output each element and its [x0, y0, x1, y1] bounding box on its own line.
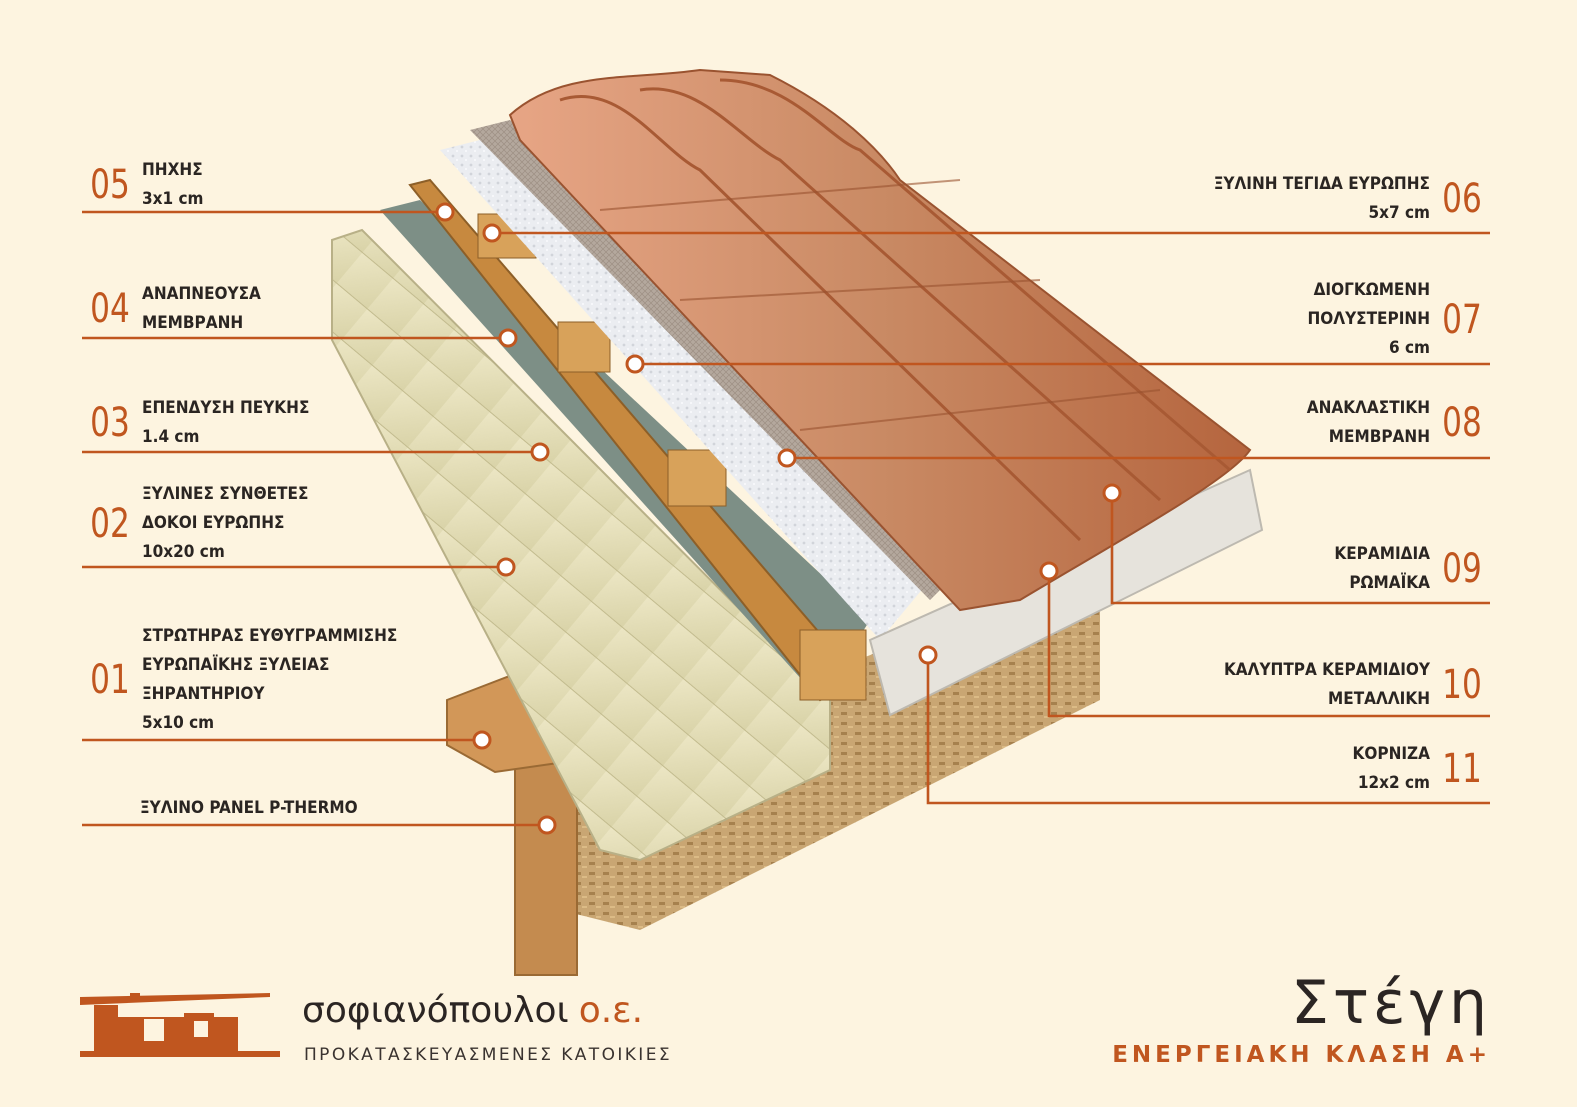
callout-dot-l01 — [472, 730, 492, 750]
layer-description-line: 6 cm — [1389, 338, 1430, 358]
page-title: Στέγη — [1291, 968, 1491, 1038]
layer-description-line: ΞΥΛΙΝΕΣ ΣΥΝΘΕΤΕΣ — [142, 484, 309, 504]
callout-panel: ΞΥΛΙΝΟ PANEL P-THERMO — [82, 794, 358, 823]
layer-description-line: ΠΗΧΗΣ — [142, 160, 203, 180]
layer-description-line: ΚΟΡΝΙΖΑ — [1352, 744, 1430, 764]
layer-description: ΚΕΡΑΜΙΔΙΑ ΡΩΜΑΪΚΑ — [1334, 540, 1430, 598]
layer-number: 03 — [90, 400, 130, 446]
layer-description-line: ΠΟΛΥΣΤΕΡΙΝΗ — [1307, 309, 1430, 329]
layer-description-line: ΞΗΡΑΝΤΗΡΙΟΥ — [142, 684, 265, 704]
callout-l04: 04 ΑΝΑΠΝΕΟΥΣΑ ΜΕΜΒΡΑΝΗ — [82, 280, 261, 338]
counter-batten-2 — [557, 321, 611, 373]
layer-description-line: ΞΥΛΙΝΟ PANEL P-THERMO — [140, 798, 358, 818]
roman-tiles — [508, 68, 1252, 612]
layer-description-line: 12x2 cm — [1357, 773, 1430, 793]
layer-description-line: ΞΥΛΙΝΗ ΤΕΓΙΔΑ ΕΥΡΩΠΗΣ — [1213, 174, 1430, 194]
layer-description: ΑΝΑΚΛΑΣΤΙΚΗ ΜΕΜΒΡΑΝΗ — [1307, 394, 1430, 452]
layer-description-line: ΚΑΛΥΠΤΡΑ ΚΕΡΑΜΙΔΙΟΥ — [1223, 660, 1430, 680]
layer-description-line: ΜΕΜΒΡΑΝΗ — [1328, 427, 1430, 447]
callout-l07: ΔΙΟΓΚΩΜΕΝΗ ΠΟΛΥΣΤΕΡΙΝΗ 6 cm 07 — [1307, 276, 1490, 363]
layer-description: ΕΠΕΝΔΥΣΗ ΠΕΥΚΗΣ 1.4 cm — [142, 394, 309, 452]
polystyrene — [440, 140, 930, 640]
callout-dot-l05 — [435, 202, 455, 222]
layer-description-line: ΕΥΡΩΠΑΪΚΗΣ ΞΥΛΕΙΑΣ — [142, 655, 330, 675]
counter-batten-3 — [667, 449, 727, 507]
callout-l10: ΚΑΛΥΠΤΡΑ ΚΕΡΑΜΙΔΙΟΥ ΜΕΤΑΛΛΙΚΗ 10 — [1224, 656, 1490, 714]
layer-description: ΚΑΛΥΠΤΡΑ ΚΕΡΑΜΙΔΙΟΥ ΜΕΤΑΛΛΙΚΗ — [1224, 656, 1430, 714]
layer-description-line: ΣΤΡΩΤΗΡΑΣ ΕΥΘΥΓΡΑΜΜΙΣΗΣ — [142, 626, 398, 646]
layer-description: ΚΟΡΝΙΖΑ 12x2 cm — [1353, 740, 1430, 798]
layer-number: 04 — [90, 286, 130, 332]
layer-description-line: ΔΟΚΟΙ ΕΥΡΩΠΗΣ — [142, 513, 285, 533]
layer-description: ΑΝΑΠΝΕΟΥΣΑ ΜΕΜΒΡΑΝΗ — [142, 280, 261, 338]
layer-number: 09 — [1442, 546, 1482, 592]
callout-dot-l08 — [777, 448, 797, 468]
callout-dot-l04 — [498, 328, 518, 348]
layer-description-line: ΜΕΜΒΡΑΝΗ — [142, 313, 244, 333]
layer-description: ΞΥΛΙΝΕΣ ΣΥΝΘΕΤΕΣ ΔΟΚΟΙ ΕΥΡΩΠΗΣ 10x20 cm — [142, 480, 308, 567]
layer-description-line: ΔΙΟΓΚΩΜΕΝΗ — [1313, 280, 1430, 300]
layer-number: 02 — [90, 500, 130, 547]
callout-l05: 05 ΠΗΧΗΣ 3x1 cm — [82, 156, 203, 214]
layer-description-line: ΡΩΜΑΪΚΑ — [1349, 573, 1430, 593]
layer-description-line: 10x20 cm — [142, 542, 225, 562]
layer-number: 08 — [1442, 400, 1482, 446]
layer-description-line: 1.4 cm — [142, 427, 200, 447]
layer-number: 07 — [1442, 296, 1482, 343]
layer-description-line: ΑΝΑΚΛΑΣΤΙΚΗ — [1306, 398, 1430, 418]
layer-number: 06 — [1442, 176, 1482, 222]
callout-dot-l10 — [1039, 561, 1059, 581]
callout-l01: 01 ΣΤΡΩΤΗΡΑΣ ΕΥΘΥΓΡΑΜΜΙΣΗΣ ΕΥΡΩΠΑΪΚΗΣ ΞΥΛΕ… — [82, 622, 397, 738]
layer-number: 11 — [1442, 746, 1482, 792]
brand-suffix: ο.ε. — [578, 990, 644, 1031]
layer-description-line: ΜΕΤΑΛΛΙΚΗ — [1328, 689, 1430, 709]
callout-dot-panel — [537, 815, 557, 835]
brand-tagline: ΠΡΟΚΑΤΑΣΚΕΥΑΣΜΕΝΕΣ ΚΑΤΟΙΚΙΕΣ — [304, 1045, 673, 1065]
leader-line-l10 — [1047, 571, 1490, 718]
callout-l03: 03 ΕΠΕΝΔΥΣΗ ΠΕΥΚΗΣ 1.4 cm — [82, 394, 309, 452]
layer-description: ΞΥΛΙΝΟ PANEL P-THERMO — [140, 794, 358, 823]
layer-description-line: ΑΝΑΠΝΕΟΥΣΑ — [142, 284, 261, 304]
callout-l11: ΚΟΡΝΙΖΑ 12x2 cm 11 — [1353, 740, 1490, 798]
layer-description-line: ΚΕΡΑΜΙΔΙΑ — [1334, 544, 1430, 564]
callout-dot-l09 — [1102, 483, 1122, 503]
callout-l06: ΞΥΛΙΝΗ ΤΕΓΙΔΑ ΕΥΡΩΠΗΣ 5x7 cm 06 — [1214, 170, 1490, 228]
callout-dot-l06 — [482, 223, 502, 243]
energy-class-subtitle: ΕΝΕΡΓΕΙΑΚΗ ΚΛΑΣΗ Α+ — [1112, 1042, 1491, 1068]
layer-description-line: 5x10 cm — [142, 713, 215, 733]
layer-description: ΣΤΡΩΤΗΡΑΣ ΕΥΘΥΓΡΑΜΜΙΣΗΣ ΕΥΡΩΠΑΪΚΗΣ ΞΥΛΕΙΑ… — [142, 622, 397, 738]
callout-l08: ΑΝΑΚΛΑΣΤΙΚΗ ΜΕΜΒΡΑΝΗ 08 — [1307, 394, 1490, 452]
callout-dot-l02 — [496, 557, 516, 577]
layer-description: ΠΗΧΗΣ 3x1 cm — [142, 156, 203, 214]
callout-l09: ΚΕΡΑΜΙΔΙΑ ΡΩΜΑΪΚΑ 09 — [1334, 540, 1490, 598]
layer-description-line: ΕΠΕΝΔΥΣΗ ΠΕΥΚΗΣ — [142, 398, 310, 418]
house-logo-icon — [80, 993, 280, 1057]
layer-description: ΞΥΛΙΝΗ ΤΕΓΙΔΑ ΕΥΡΩΠΗΣ 5x7 cm — [1214, 170, 1430, 228]
layer-number: 01 — [90, 657, 130, 703]
leader-lines — [82, 202, 1490, 835]
layer-number: 10 — [1442, 662, 1482, 708]
roof-illustration — [331, 68, 1264, 976]
rafter-post — [514, 759, 578, 976]
layer-description: ΔΙΟΓΚΩΜΕΝΗ ΠΟΛΥΣΤΕΡΙΝΗ 6 cm — [1307, 276, 1430, 363]
callout-dot-l11 — [918, 645, 938, 665]
pine-sheathing — [331, 228, 831, 862]
leader-line-l11 — [926, 655, 1490, 805]
callout-dot-l07 — [625, 354, 645, 374]
callout-l02: 02 ΞΥΛΙΝΕΣ ΣΥΝΘΕΤΕΣ ΔΟΚΟΙ ΕΥΡΩΠΗΣ 10x20 cm — [82, 480, 308, 567]
layer-description-line: 5x7 cm — [1368, 203, 1430, 223]
counter-batten-4 — [799, 629, 867, 701]
callout-dot-l03 — [530, 442, 550, 462]
leader-line-l09 — [1110, 493, 1490, 605]
brand-logo — [80, 993, 280, 1059]
layer-description-line: 3x1 cm — [142, 189, 204, 209]
layer-number: 05 — [90, 162, 130, 208]
